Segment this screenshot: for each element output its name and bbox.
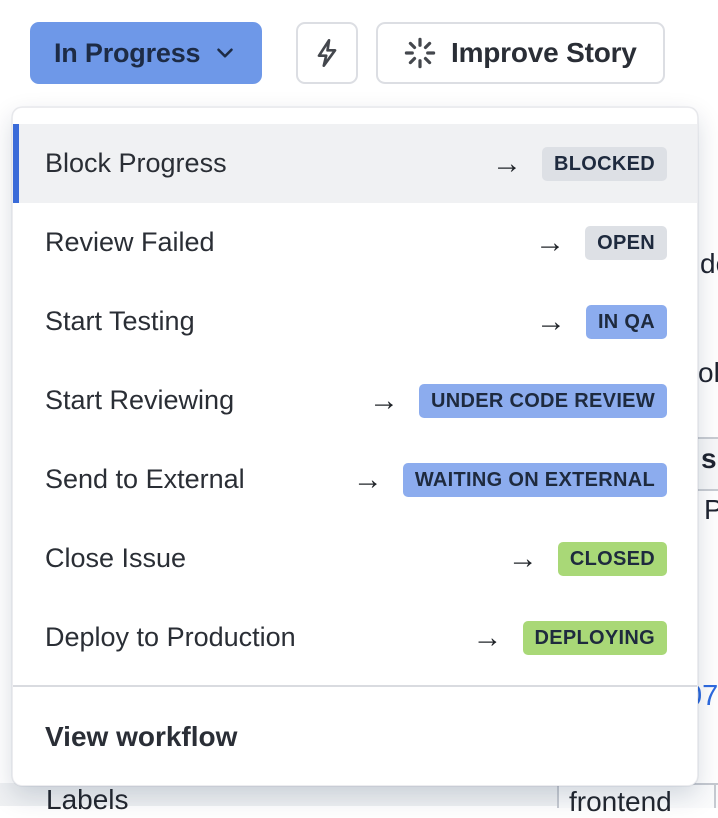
lightning-icon: [311, 37, 343, 69]
status-badge: OPEN: [585, 225, 667, 260]
improve-story-label: Improve Story: [451, 37, 637, 68]
clipped-panel-border: [696, 437, 718, 491]
cell-divider: [714, 785, 716, 808]
status-badge: BLOCKED: [542, 146, 667, 181]
transition-label: Deploy to Production: [45, 622, 296, 652]
spinner-sparkle-icon: [404, 37, 436, 69]
arrow-right-icon: →: [472, 620, 503, 654]
status-badge: CLOSED: [557, 541, 667, 576]
transition-list: Block Progress → BLOCKED Review Failed →…: [13, 124, 697, 677]
labels-value: frontend: [569, 786, 672, 817]
transition-menu-item[interactable]: Deploy to Production → DEPLOYING: [13, 598, 697, 677]
transition-menu-item[interactable]: Start Reviewing → UNDER CODE REVIEW: [13, 361, 697, 440]
transition-label: Block Progress: [45, 148, 227, 178]
labels-field-name: Labels: [46, 784, 129, 815]
transition-menu-item[interactable]: Block Progress → BLOCKED: [13, 124, 697, 203]
menu-separator: [13, 685, 697, 687]
arrow-right-icon: →: [535, 304, 566, 338]
improve-story-button[interactable]: Improve Story: [376, 22, 665, 84]
clipped-text-fragment: P: [704, 494, 718, 525]
transition-label: Start Reviewing: [45, 385, 235, 415]
transition-menu-item[interactable]: Send to External → WAITING ON EXTERNAL: [13, 440, 697, 519]
arrow-right-icon: →: [535, 225, 566, 259]
arrow-right-icon: →: [368, 383, 399, 417]
automation-button[interactable]: [296, 22, 358, 84]
clipped-text-fragment: ol: [698, 357, 718, 388]
status-badge: WAITING ON EXTERNAL: [402, 462, 667, 497]
transition-label: Review Failed: [45, 227, 215, 257]
chevron-down-icon: [212, 40, 238, 66]
transition-menu-item[interactable]: Review Failed → OPEN: [13, 203, 697, 282]
arrow-right-icon: →: [507, 541, 538, 575]
view-workflow-label: View workflow: [45, 721, 238, 752]
view-workflow-item[interactable]: View workflow: [13, 687, 697, 777]
clipped-text-fragment: do: [700, 248, 718, 279]
labels-field-row: Labels frontend: [0, 783, 718, 817]
transition-menu-item[interactable]: Start Testing → IN QA: [13, 282, 697, 361]
transition-label: Send to External: [45, 464, 245, 494]
clipped-text-fragment: s: [701, 443, 717, 474]
status-transition-menu: Block Progress → BLOCKED Review Failed →…: [12, 107, 698, 786]
status-badge: IN QA: [585, 304, 667, 339]
transition-label: Start Testing: [45, 306, 195, 336]
arrow-right-icon: →: [352, 462, 383, 496]
status-dropdown-label: In Progress: [54, 37, 201, 68]
transition-label: Close Issue: [45, 543, 187, 573]
arrow-right-icon: →: [492, 146, 522, 180]
status-badge: UNDER CODE REVIEW: [418, 383, 667, 418]
transition-menu-item[interactable]: Close Issue → CLOSED: [13, 519, 697, 598]
status-dropdown-button[interactable]: In Progress: [30, 22, 263, 84]
labels-value-cell: frontend: [557, 783, 718, 817]
status-badge: DEPLOYING: [522, 620, 667, 655]
